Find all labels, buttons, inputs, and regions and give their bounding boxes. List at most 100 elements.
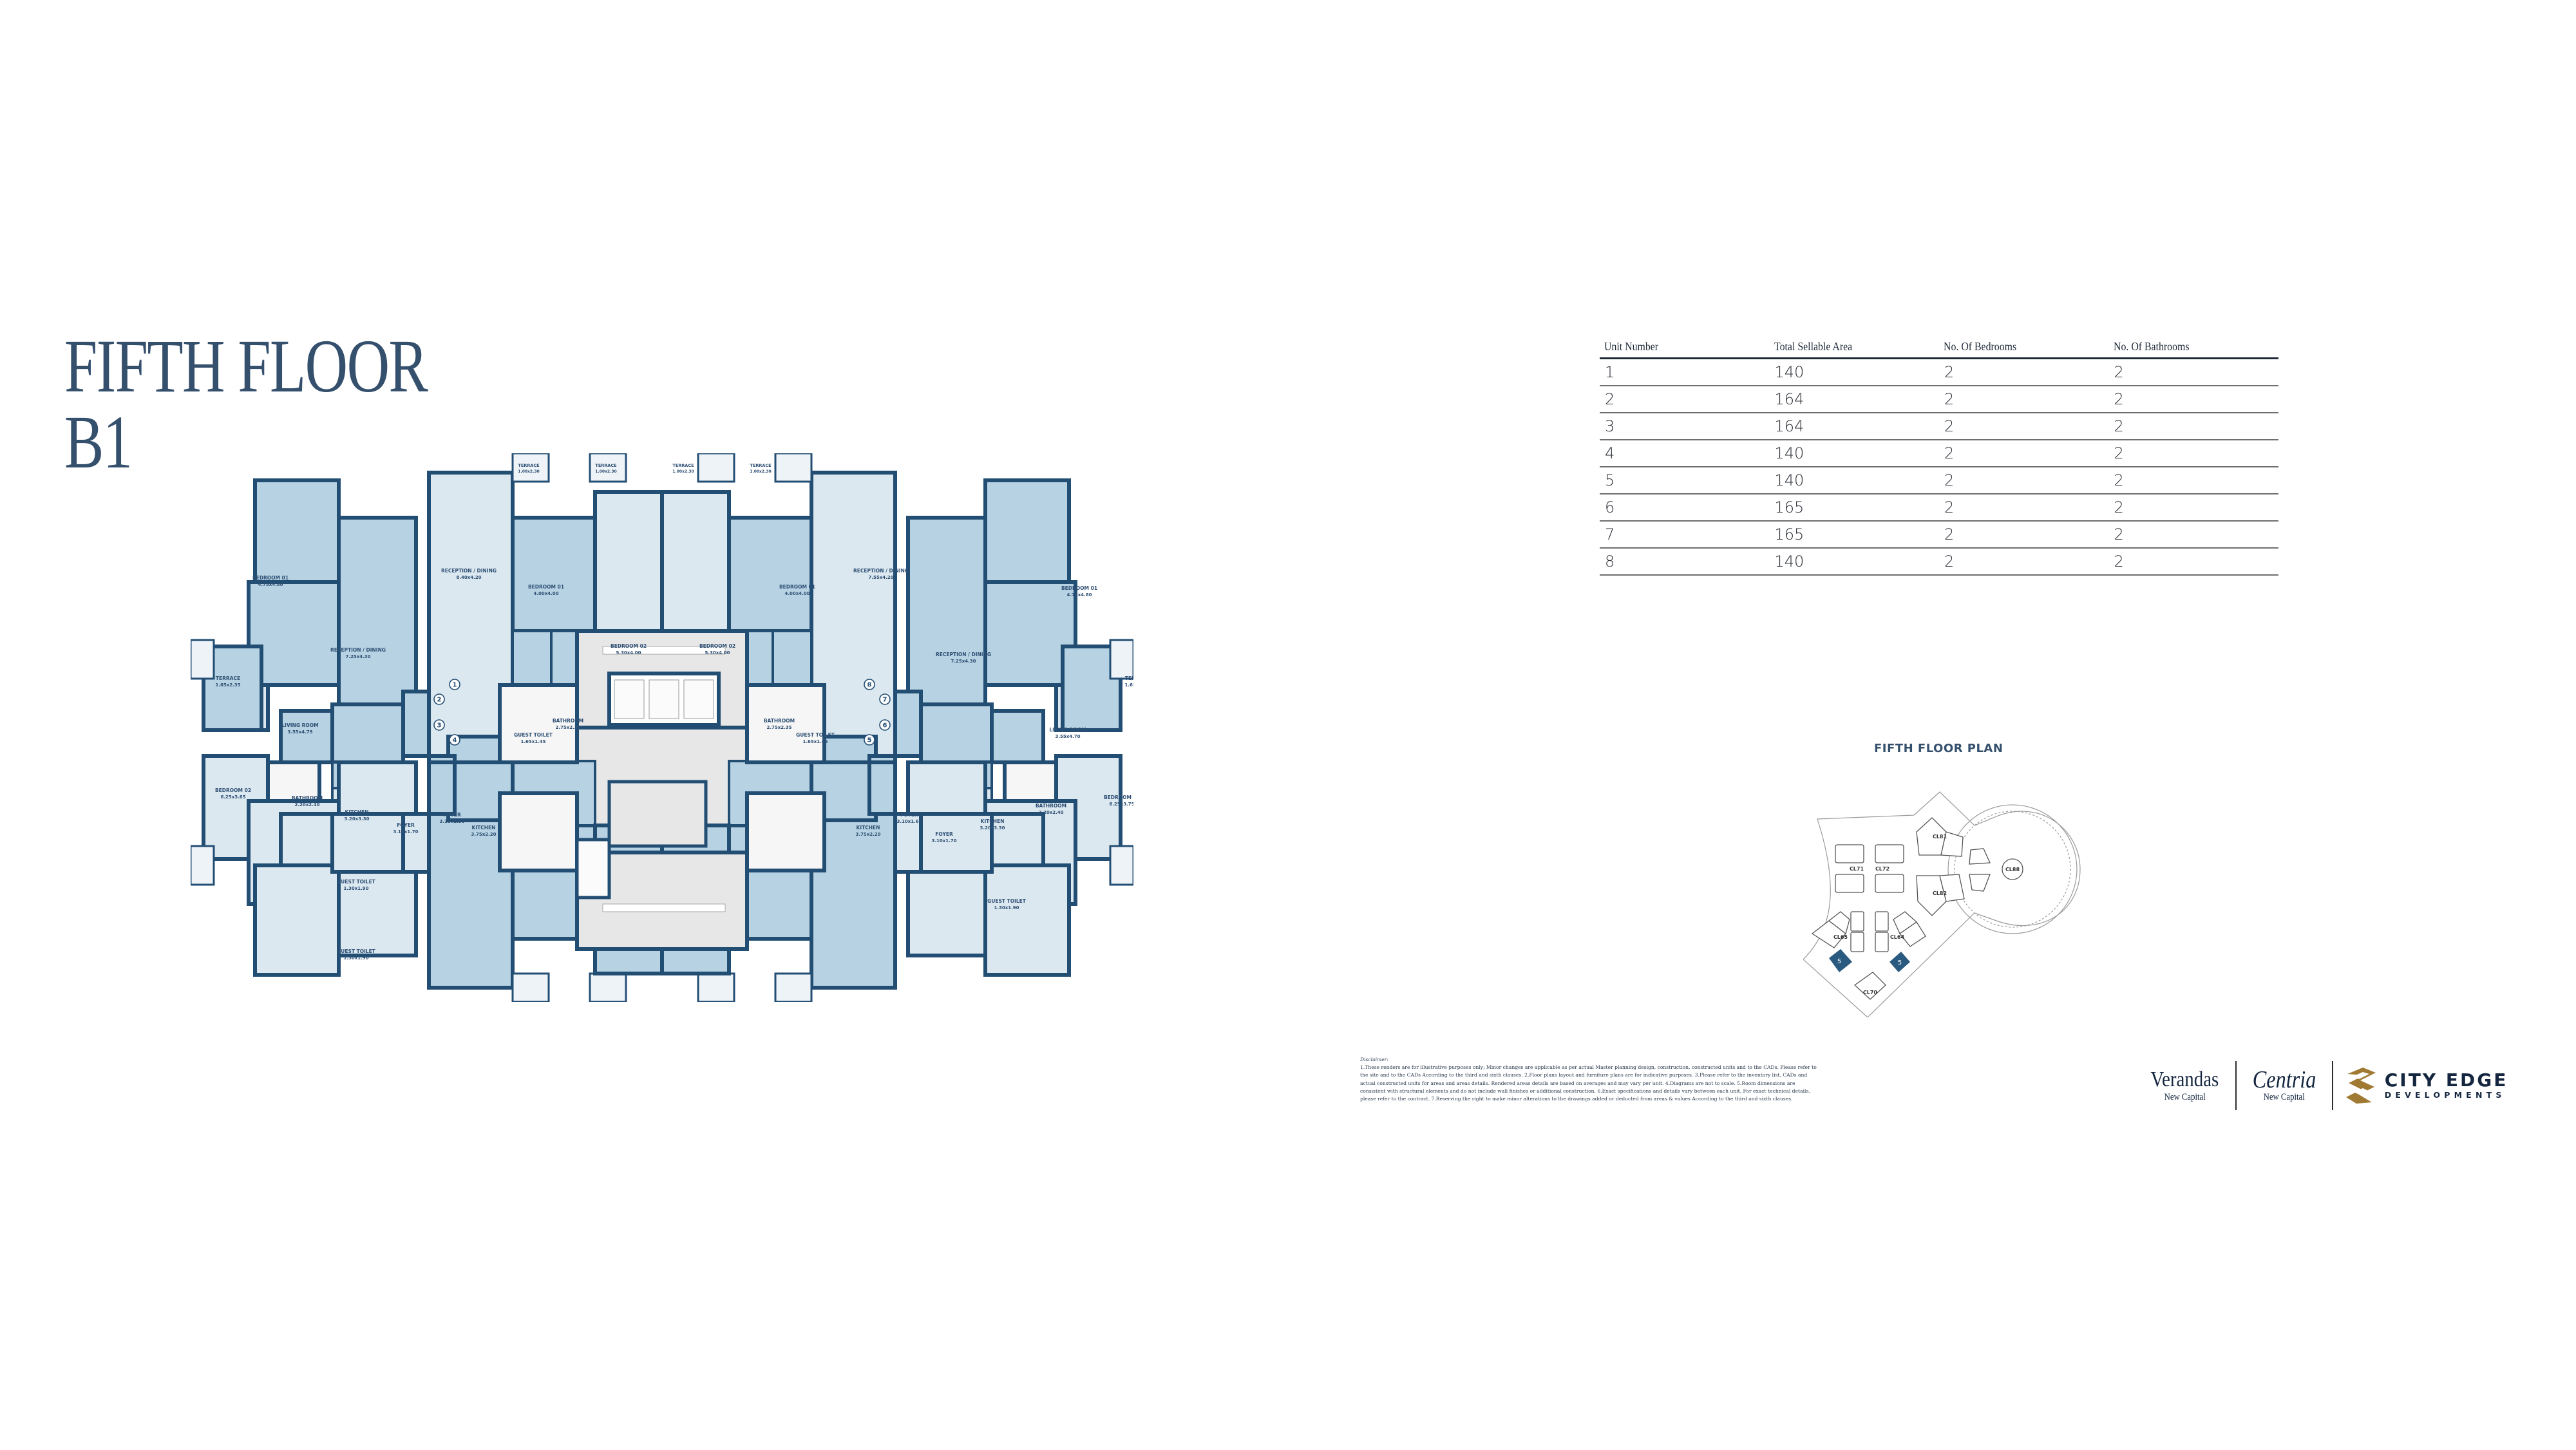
logo-divider xyxy=(2235,1061,2237,1110)
svg-text:6: 6 xyxy=(883,722,887,730)
room-dimension: 7.25x4.30 xyxy=(951,659,976,664)
room-dimension: 6.25x3.65 xyxy=(220,795,245,800)
room-dimension: 3.10x1.60 xyxy=(896,819,922,824)
room-label: RECEPTION / DINING xyxy=(330,647,386,653)
room-label: TERRACE xyxy=(216,675,240,681)
cell-unit: 2 xyxy=(1600,386,1770,413)
cell-bedrooms: 2 xyxy=(1939,494,2109,522)
room-label: FOYER xyxy=(443,812,461,818)
svg-text:1: 1 xyxy=(453,682,457,689)
room-label: TERRACE xyxy=(1125,675,1133,681)
room-dimension: 1.65x2.35 xyxy=(1124,683,1133,688)
cell-unit: 6 xyxy=(1600,494,1770,522)
cell-area: 164 xyxy=(1769,413,1939,440)
svg-text:CL81: CL81 xyxy=(1933,834,1947,840)
cell-bathrooms: 2 xyxy=(2108,467,2278,494)
room-label: BEDROOM 01 xyxy=(779,584,815,590)
terrace-label: TERRACE xyxy=(672,463,694,468)
room-dimension: 5.30x4.00 xyxy=(705,650,730,655)
room-label: BEDROOM 01 xyxy=(252,575,289,581)
cell-bedrooms: 2 xyxy=(1939,548,2109,576)
cell-unit: 7 xyxy=(1600,521,1770,549)
room-label: BEDROOM 02 xyxy=(215,787,251,793)
verandas-sub: New Capital xyxy=(2164,1092,2206,1102)
key-plan: 5 5 CL71 CL72 CL81 CL82 CL88 CL65 CL64 C… xyxy=(1803,791,2081,1017)
centria-name: Centria xyxy=(2252,1066,2316,1093)
room-label: FOYER xyxy=(397,822,415,828)
title-building: B1 xyxy=(64,400,133,484)
cell-area: 140 xyxy=(1769,467,1939,494)
unit-marker[interactable]: 7 xyxy=(879,693,891,705)
cell-unit: 1 xyxy=(1600,358,1770,386)
room-dimension: 4.00x4.00 xyxy=(784,591,810,596)
svg-text:CL64: CL64 xyxy=(1890,934,1905,940)
room-label: KITCHEN xyxy=(345,809,369,815)
unit-marker[interactable]: 3 xyxy=(433,719,445,731)
svg-text:4: 4 xyxy=(453,737,457,744)
svg-text:8: 8 xyxy=(867,682,872,689)
header-total-area: Total Sellable Area xyxy=(1774,340,1852,353)
room-dimension: 4.75x4.80 xyxy=(258,582,283,587)
unit-marker[interactable]: 4 xyxy=(449,734,460,746)
room-dimension: 3.20x3.30 xyxy=(344,816,369,822)
units-table-header: Unit Number Total Sellable Area No. Of B… xyxy=(1600,340,2278,359)
room-dimension: 2.20x2.40 xyxy=(1038,810,1063,815)
svg-text:5: 5 xyxy=(1837,958,1841,965)
city-edge-logo: CITY EDGE DEVELOPMENTS xyxy=(2344,1066,2508,1105)
terrace-label: TERRACE xyxy=(750,463,771,468)
title-floor: FIFTH FLOOR xyxy=(64,324,428,408)
unit-marker[interactable]: 5 xyxy=(864,734,875,746)
svg-text:7: 7 xyxy=(883,697,887,704)
room-label: GUEST TOILET xyxy=(337,879,376,885)
room-dimension: 1.65x2.35 xyxy=(215,683,240,688)
room-dimension: 1.65x1.45 xyxy=(802,739,828,744)
terrace-dimension: 1.00x2.30 xyxy=(595,469,616,474)
cell-unit: 3 xyxy=(1600,413,1770,440)
room-dimension: 2.75x2.35 xyxy=(555,725,580,730)
room-dimension: 1.30x1.90 xyxy=(343,886,368,891)
svg-text:2: 2 xyxy=(437,697,442,704)
verandas-name: Verandas xyxy=(2150,1068,2219,1091)
svg-text:3: 3 xyxy=(437,722,442,730)
room-dimension: 2.75x2.35 xyxy=(766,725,791,730)
unit-marker[interactable]: 2 xyxy=(433,693,445,705)
cell-area: 165 xyxy=(1769,494,1939,522)
room-label: LIVING ROOM xyxy=(1049,727,1086,733)
terrace-dimension: 1.00x2.30 xyxy=(672,469,694,474)
room-dimension: 1.65x1.45 xyxy=(520,739,545,744)
svg-text:5: 5 xyxy=(867,737,872,744)
svg-text:CL71: CL71 xyxy=(1850,866,1864,872)
unit-marker[interactable]: 1 xyxy=(449,679,460,690)
cell-bathrooms: 2 xyxy=(2108,494,2278,522)
unit-marker[interactable]: 8 xyxy=(864,679,875,690)
room-dimension: 1.30x1.90 xyxy=(994,905,1019,910)
svg-text:CL72: CL72 xyxy=(1875,866,1889,872)
room-label: LIVING ROOM xyxy=(281,722,318,728)
room-label: GUEST TOILET xyxy=(796,732,835,738)
cell-unit: 5 xyxy=(1600,467,1770,494)
room-dimension: 3.10x1.70 xyxy=(393,829,418,834)
room-dimension: 7.55x4.20 xyxy=(868,575,893,580)
room-label: RECEPTION / DINING xyxy=(936,652,991,657)
cell-bathrooms: 2 xyxy=(2108,413,2278,440)
cell-area: 140 xyxy=(1769,440,1939,467)
centria-logo: Centria New Capital xyxy=(2247,1068,2322,1103)
disclaimer-heading: Disclaimer: xyxy=(1360,1057,1388,1062)
unit-marker[interactable]: 6 xyxy=(879,719,891,731)
cell-bedrooms: 2 xyxy=(1939,521,2109,549)
city-edge-mark-icon xyxy=(2345,1068,2376,1104)
room-label: GUEST TOILET xyxy=(514,732,553,738)
room-dimension: 7.25x4.30 xyxy=(345,654,370,659)
disclaimer: Disclaimer: 1.These renders are for illu… xyxy=(1360,1056,1821,1103)
cell-area: 164 xyxy=(1769,386,1939,413)
room-label: KITCHEN xyxy=(981,818,1005,824)
room-dimension: 2.20x2.40 xyxy=(294,802,319,807)
cell-bedrooms: 2 xyxy=(1939,440,2109,467)
